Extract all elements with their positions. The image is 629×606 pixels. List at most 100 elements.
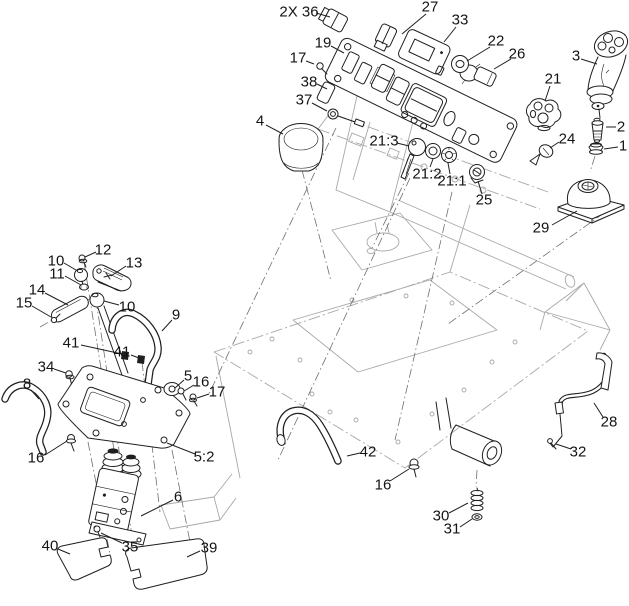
part-switch-27 (373, 23, 398, 52)
part-screw-16a (177, 387, 187, 401)
callout-leader (389, 468, 410, 482)
callout-leader (305, 60, 315, 65)
callout-label: 21:3 (369, 133, 398, 150)
callout-leader (466, 46, 491, 62)
callout-leader (346, 452, 361, 457)
part-connector-26 (473, 66, 497, 87)
callout-label: 25 (476, 192, 493, 209)
part-plate-5-2 (57, 365, 191, 449)
callout-leader (544, 85, 551, 102)
callout-leader (459, 518, 473, 528)
part-cable-28 (548, 352, 611, 448)
part-ball-joint-10a (74, 268, 88, 286)
callout-leader (603, 146, 619, 150)
callout-leader (477, 180, 483, 195)
part-ring-21-2 (425, 143, 441, 159)
callout-leader (166, 442, 196, 455)
part-control-panel (324, 37, 518, 163)
callout-label: 29 (533, 220, 550, 237)
callout-label: 41 (114, 344, 131, 361)
part-bolt-16-center (408, 458, 420, 478)
part-nut-1 (588, 142, 604, 155)
callout-label: 5:2 (194, 449, 215, 466)
callout-leader (130, 354, 140, 359)
callout-label: 32 (570, 444, 587, 461)
callout-label: 38 (301, 74, 318, 91)
part-sensor-24 (529, 144, 554, 166)
callout-leader (316, 83, 328, 90)
callout-leader (330, 45, 345, 54)
callout-label: 26 (509, 46, 526, 63)
part-pin-15 (50, 313, 61, 324)
callout-label: 10 (119, 299, 136, 316)
callout-label: 6 (174, 489, 182, 506)
callout-leader (80, 344, 123, 355)
part-screw-35 (93, 525, 101, 538)
callout-label: 3 (572, 48, 580, 65)
callout-label: 28 (601, 414, 618, 431)
callout-leader (64, 275, 82, 286)
callout-label: 5 (184, 368, 192, 385)
callout-label: 31 (444, 521, 461, 538)
part-knob-21 (526, 98, 562, 132)
callout-label: 19 (315, 35, 332, 52)
callout-leader (186, 550, 201, 558)
part-cap-4 (278, 123, 324, 172)
part-boss-5 (163, 382, 181, 396)
callout-leader (196, 393, 210, 399)
part-screw-12 (78, 254, 88, 268)
callout-leader (30, 389, 40, 400)
callout-label: 16 (375, 477, 392, 494)
part-pin-32 (547, 438, 557, 450)
part-spring-30 (470, 487, 484, 512)
callout-leader (103, 300, 120, 306)
callout-leader (493, 58, 512, 70)
part-screw-17-top (316, 62, 328, 75)
part-nut-11 (79, 283, 89, 291)
part-plate-39 (125, 538, 208, 590)
part-boot-29 (557, 179, 625, 224)
part-lever-13 (92, 264, 132, 292)
callout-label: 8 (23, 376, 31, 393)
callout-leader (265, 124, 284, 135)
callout-label: 37 (296, 92, 313, 109)
callout-label: 2 (617, 119, 625, 136)
part-bolt-16-left (65, 434, 77, 452)
part-washer-31 (471, 513, 483, 521)
callout-leader (311, 102, 328, 112)
callout-label: 10 (48, 253, 65, 270)
callout-label: 34 (38, 359, 55, 376)
part-fitting-2 (591, 117, 604, 143)
part-key-21-3 (400, 138, 426, 180)
callout-leader (53, 368, 67, 374)
callout-label: 17 (290, 50, 307, 67)
callout-leader (429, 158, 434, 168)
callout-leader (161, 319, 173, 332)
part-handle-8 (1, 381, 52, 456)
part-damper-cylinder (435, 397, 503, 467)
callout-label: 41 (63, 335, 80, 352)
callout-leader (555, 443, 572, 450)
chassis-phantom (160, 95, 611, 530)
part-handle-42 (276, 406, 342, 465)
callout-leader (44, 292, 69, 306)
part-bracket-hook (595, 352, 613, 391)
callout-label: 40 (42, 538, 59, 555)
callout-label: 12 (95, 242, 112, 259)
callout-label: 4 (256, 113, 264, 130)
callout-leader (44, 440, 68, 456)
callout-label: 1 (619, 138, 627, 155)
callout-label: 15 (16, 295, 33, 312)
callout-leader (315, 12, 331, 18)
part-ring-nut-21-1 (441, 147, 457, 163)
part-screw-17a (189, 393, 198, 407)
callout-label: 42 (360, 444, 377, 461)
callout-leader (31, 305, 52, 318)
callout-label: 39 (201, 540, 218, 557)
callout-leader (448, 502, 469, 514)
callout-leader (174, 379, 185, 389)
part-bushing-41b (137, 355, 145, 364)
callout-label: 21 (545, 71, 562, 88)
